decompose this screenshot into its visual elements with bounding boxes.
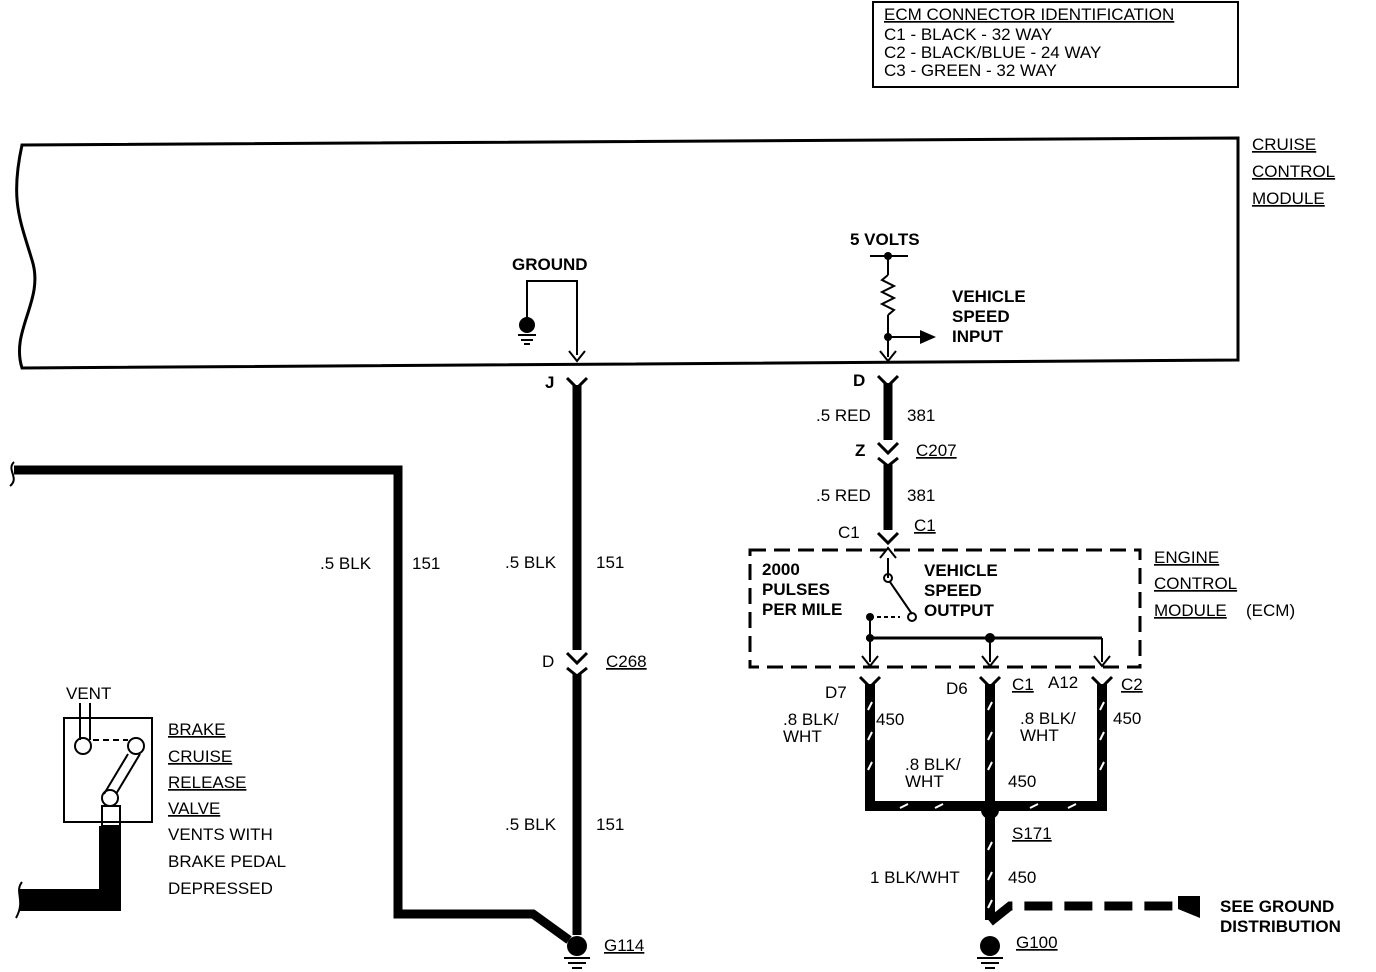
pin-c2: C2 <box>1121 675 1143 694</box>
pin-d-cruise: D <box>853 371 865 390</box>
valve-label-3: RELEASE <box>168 773 246 792</box>
wire-381-lower-circuit: 381 <box>907 486 935 505</box>
ecm-pulses-3: PER MILE <box>762 600 842 619</box>
pin-a12: A12 <box>1048 673 1078 692</box>
wire-151-lower-circuit: 151 <box>596 815 624 834</box>
connector-id-title: ECM CONNECTOR IDENTIFICATION <box>884 5 1174 24</box>
ecm-label-1: ENGINE <box>1154 548 1219 567</box>
ecm-pulses-1: 2000 <box>762 560 800 579</box>
vehicle-speed-input-circuit: 5 VOLTS VEHICLE SPEED INPUT <box>850 230 1026 363</box>
connector-c268: C268 <box>606 652 647 671</box>
brake-cruise-release-valve: VENT BRAKE CRUISE RELEASE VALVE VENTS WI… <box>15 684 286 919</box>
cruise-module-label-1: CRUISE <box>1252 135 1316 154</box>
valve-label-5: VENTS WITH <box>168 825 273 844</box>
ecm-label-suffix: (ECM) <box>1246 601 1295 620</box>
connector-c1-right: C1 <box>914 516 936 535</box>
pin-c1-left: C1 <box>838 523 860 542</box>
splice-s171: S171 <box>1012 824 1052 843</box>
d7-wire-gauge-1: .8 BLK/ <box>783 710 839 729</box>
a12-wire-gauge-2: WHT <box>1020 726 1059 745</box>
ground-g114: G114 <box>564 936 644 969</box>
wire-151-center: J .5 BLK 151 D C268 .5 BLK 151 <box>505 373 647 935</box>
pin-d7: D7 <box>825 683 847 702</box>
wire-151-left-gauge: .5 BLK <box>320 554 372 573</box>
connector-id-c2: C2 - BLACK/BLUE - 24 WAY <box>884 43 1101 62</box>
five-volts-label: 5 VOLTS <box>850 230 920 249</box>
pin-d6: D6 <box>946 679 968 698</box>
vsi-label-1: VEHICLE <box>952 287 1026 306</box>
wires-450: D7 D6 C1 A12 C2 .8 BLK/ WHT 450 .8 BLK/ … <box>783 673 1341 936</box>
valve-label-1: BRAKE <box>168 720 226 739</box>
splice-wire-gauge: 1 BLK/WHT <box>870 868 960 887</box>
see-ground-2: DISTRIBUTION <box>1220 917 1341 936</box>
wire-381: D .5 RED 381 Z C207 .5 RED 381 C1 C1 <box>816 371 957 559</box>
vsi-label-2: SPEED <box>952 307 1010 326</box>
cruise-module-label-2: CONTROL <box>1252 162 1335 181</box>
d6-wire-gauge-1: .8 BLK/ <box>905 755 961 774</box>
valve-label-4: VALVE <box>168 799 220 818</box>
ground-g100-label: G100 <box>1016 933 1058 952</box>
wire-151-center-circuit: 151 <box>596 553 624 572</box>
wire-151-left: .5 BLK 151 <box>9 461 572 944</box>
pin-d-c268: D <box>542 652 554 671</box>
d6-wire-circuit: 450 <box>1008 772 1036 791</box>
d6-wire-gauge-2: WHT <box>905 772 944 791</box>
ecm-label-2: CONTROL <box>1154 574 1237 593</box>
ground-g100: G100 <box>977 933 1058 969</box>
vso-label-2: SPEED <box>924 581 982 600</box>
cruise-module-label-3: MODULE <box>1252 189 1325 208</box>
valve-label-6: BRAKE PEDAL <box>168 852 286 871</box>
connector-id-box: ECM CONNECTOR IDENTIFICATION C1 - BLACK … <box>872 1 1239 88</box>
d7-wire-gauge-2: WHT <box>783 727 822 746</box>
wire-151-lower-gauge: .5 BLK <box>505 815 557 834</box>
vsi-label-3: INPUT <box>952 327 1004 346</box>
ground-g114-label: G114 <box>604 936 644 955</box>
vso-label-1: VEHICLE <box>924 561 998 580</box>
splice-wire-circuit: 450 <box>1008 868 1036 887</box>
wire-151-center-gauge: .5 BLK <box>505 553 557 572</box>
ground-label: GROUND <box>512 255 588 274</box>
wire-381-upper-circuit: 381 <box>907 406 935 425</box>
wire-151-left-circuit: 151 <box>412 554 440 573</box>
connector-id-c3: C3 - GREEN - 32 WAY <box>884 61 1057 80</box>
cruise-control-module: CRUISE CONTROL MODULE <box>15 135 1335 370</box>
vso-label-3: OUTPUT <box>924 601 995 620</box>
vent-label: VENT <box>66 684 111 703</box>
valve-label-7: DEPRESSED <box>168 879 273 898</box>
valve-label-2: CRUISE <box>168 747 232 766</box>
module-ground: GROUND <box>512 255 588 363</box>
pin-c1-mid: C1 <box>1012 675 1034 694</box>
a12-wire-gauge-1: .8 BLK/ <box>1020 709 1076 728</box>
d7-wire-circuit: 450 <box>876 710 904 729</box>
connector-id-c1: C1 - BLACK - 32 WAY <box>884 25 1052 44</box>
ecm-label-3: MODULE <box>1154 601 1227 620</box>
wire-381-upper-gauge: .5 RED <box>816 406 871 425</box>
ecm-module: 2000 PULSES PER MILE VEHICLE SPEED OUTPU… <box>748 548 1295 669</box>
pin-z: Z <box>855 441 865 460</box>
pin-j: J <box>545 373 554 392</box>
a12-wire-circuit: 450 <box>1113 709 1141 728</box>
wire-381-lower-gauge: .5 RED <box>816 486 871 505</box>
ecm-pulses-2: PULSES <box>762 580 830 599</box>
see-ground-1: SEE GROUND <box>1220 897 1334 916</box>
connector-c207: C207 <box>916 441 957 460</box>
